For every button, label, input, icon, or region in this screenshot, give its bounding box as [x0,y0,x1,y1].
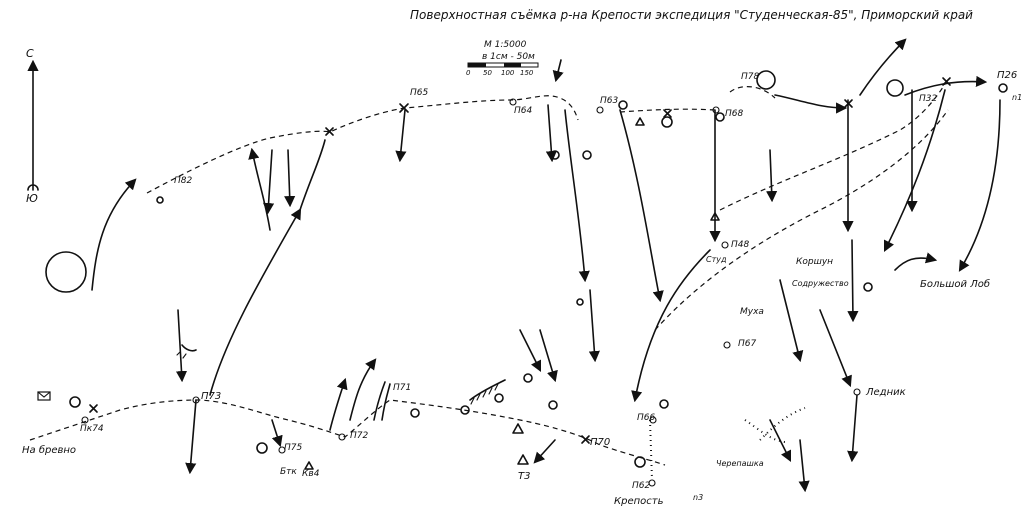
place-label: Содружество [792,279,849,288]
place-label: Крепость [614,496,664,507]
scale-tick-50: 50 [483,69,492,77]
point-label: П73 [201,391,222,402]
scale-bar [467,62,539,68]
point-label: П71 [393,383,412,393]
place-label: Большой Лоб [920,279,991,290]
place-label: На бревно [22,445,77,456]
place-label: Бтк [280,467,297,477]
point-label: П62 [632,481,651,491]
place-label: n3 [693,493,704,502]
point-label: П75 [284,443,303,453]
south-label: Ю [26,192,38,205]
scale-ratio: М 1:5000 [484,40,527,50]
junction-crosses [89,77,951,444]
scale-tick-100: 100 [501,69,515,77]
survey-line-lower [29,399,666,466]
point-label: П68 [725,109,744,119]
point-label: П72 [350,431,369,441]
map-title: Поверхностная съёмка р-на Крепости экспе… [410,8,973,22]
survey-line-ridge [619,86,776,113]
place-label: Т3 [518,471,531,482]
point-label: П63 [600,96,619,106]
place-label: Черепашка [716,459,764,468]
dotted-passage [649,407,806,481]
place-label: Муха [740,307,764,317]
place-label: Студ [706,255,727,264]
point-label: П82 [174,176,193,186]
survey-stations [81,98,861,487]
north-label: С [26,47,34,60]
point-label: П64 [514,106,533,116]
stream-arrows [91,38,1001,493]
point-label: П65 [410,88,429,98]
point-label: П78 [741,72,760,82]
place-label: Коршун [796,257,834,267]
point-label: П48 [731,240,750,250]
point-label: П32 [919,94,938,104]
compass-arrow [27,59,39,191]
scale-tick-150: 150 [520,69,534,77]
envelope-icon [37,391,51,401]
point-label: Пк74 [80,424,104,434]
point-label: П66 [637,413,656,423]
scale-note: в 1см - 50м [482,52,535,62]
cliff-hatching [176,344,506,421]
place-label: n1 [1012,93,1023,102]
triangle-markers [304,117,720,470]
place-label: Ледник [866,387,906,398]
point-label: П67 [738,339,757,349]
place-label: Кв4 [302,469,320,479]
survey-line-diagonal-2 [719,83,946,211]
point-label: П26 [997,70,1018,81]
point-label: П70 [590,437,611,448]
scale-tick-0: 0 [466,69,471,77]
survey-line-diagonal [654,109,949,331]
cave-symbols [45,70,1008,468]
